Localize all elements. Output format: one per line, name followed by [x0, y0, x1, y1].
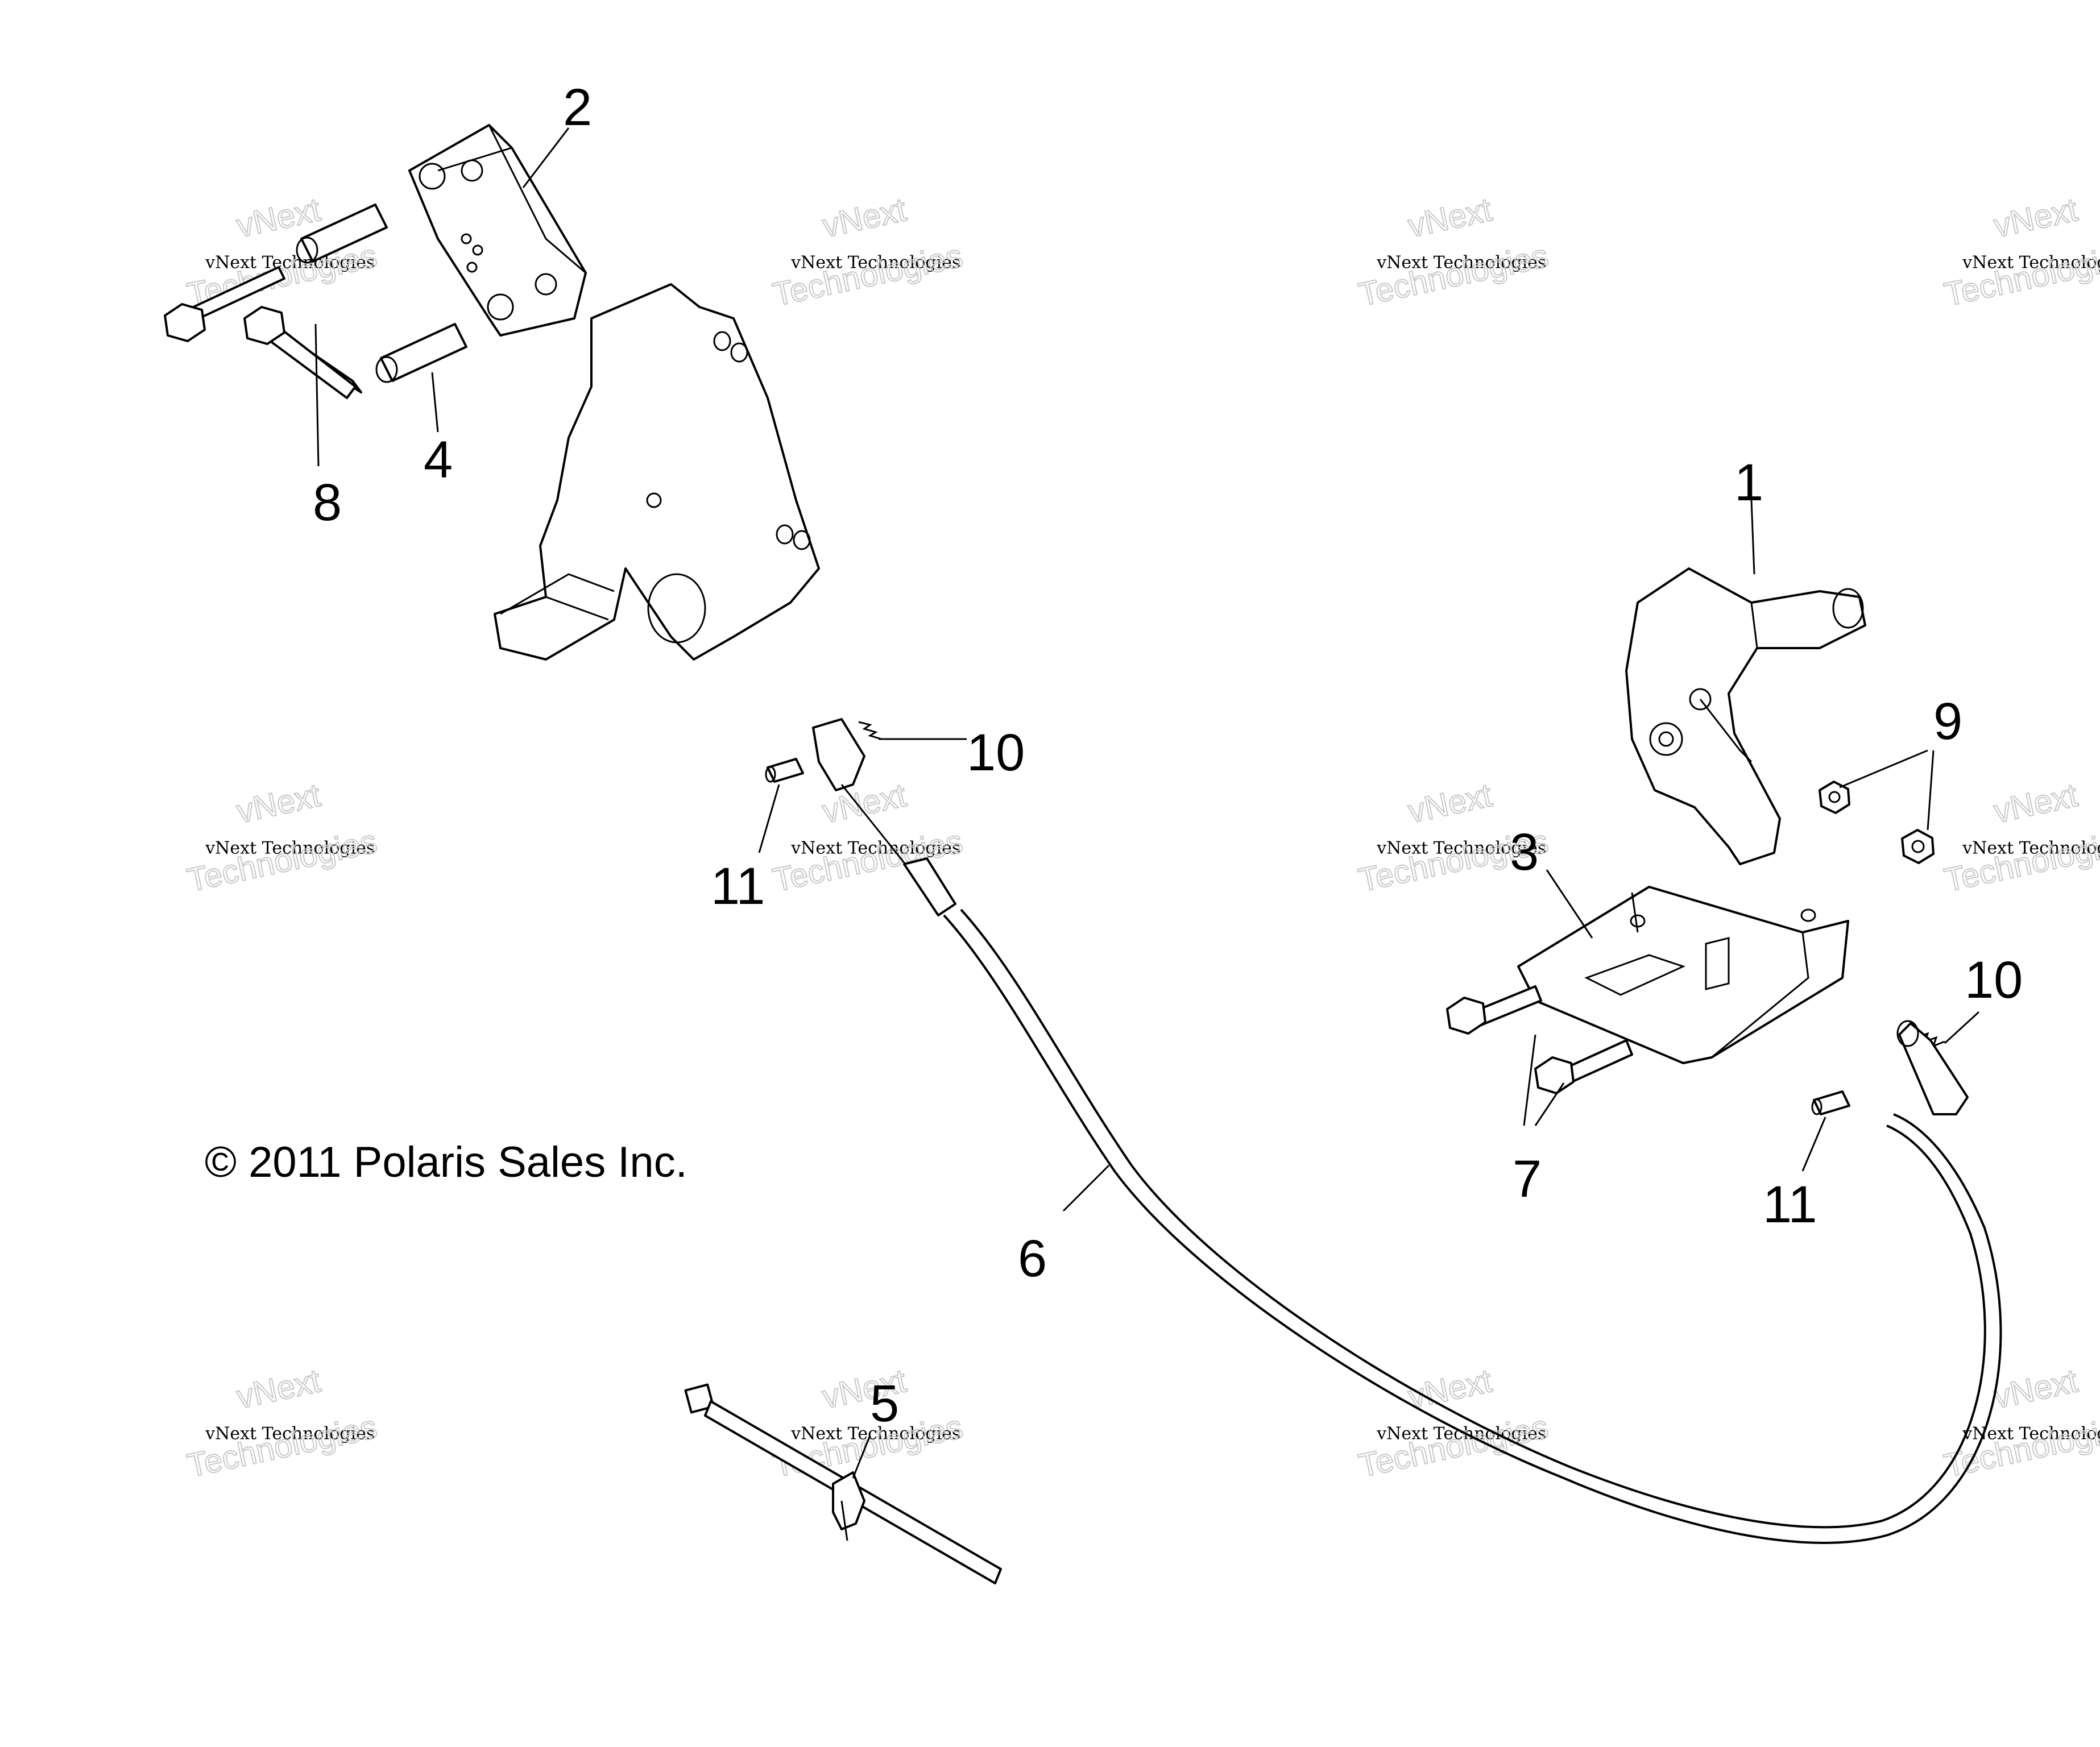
- bolt-upper-left[interactable]: [164, 266, 285, 342]
- watermark-line2: vNext Technologies: [790, 838, 960, 858]
- callout-10-upper: 10: [967, 724, 1025, 782]
- watermark-line2: vNext Technologies: [1962, 252, 2100, 272]
- part-11-pin-right[interactable]: [1811, 1090, 1850, 1115]
- watermark-line3: Technologies: [770, 1408, 966, 1484]
- watermark-line1: vNext: [819, 191, 910, 244]
- watermark-line2: vNext Technologies: [205, 252, 375, 272]
- watermark-line3: Technologies: [770, 237, 966, 313]
- watermark-line1: vNext: [1405, 191, 1496, 244]
- watermark-line1: vNext: [1991, 191, 2081, 244]
- watermark-line1: vNext: [234, 1362, 324, 1416]
- watermark-line1: vNext: [1405, 777, 1496, 830]
- copyright-notice: © 2011 Polaris Sales Inc.: [205, 1138, 687, 1186]
- watermark-line2: vNext Technologies: [790, 1424, 960, 1443]
- leader-lines-set: [314, 127, 1980, 1479]
- part-9-nut-lower[interactable]: [1901, 829, 1935, 864]
- watermark-line2: vNext Technologies: [790, 252, 960, 272]
- watermark-line2: vNext Technologies: [1962, 838, 2100, 858]
- watermark-line3: Technologies: [1941, 237, 2100, 313]
- watermark-line3: Technologies: [184, 823, 380, 899]
- watermark-line3: Technologies: [184, 1408, 380, 1484]
- part-6-brake-cable[interactable]: [812, 718, 2002, 1544]
- callout-labels: 1 2 3 4 5 6 7 8 9 10 10 11 11: [313, 78, 2023, 1433]
- watermark-line3: Technologies: [1941, 823, 2100, 899]
- watermark-line1: vNext: [234, 777, 324, 830]
- callout-4: 4: [424, 431, 453, 489]
- part-11-pin-left[interactable]: [765, 758, 804, 783]
- callout-10-lower: 10: [1965, 951, 2023, 1009]
- callout-11-lower: 11: [1763, 1176, 1817, 1234]
- part-1-brake-lever[interactable]: [1625, 567, 1866, 865]
- callout-11-upper: 11: [711, 857, 765, 915]
- frame-bracket[interactable]: [494, 283, 820, 661]
- part-7-bolt-lower[interactable]: [1534, 1039, 1633, 1094]
- watermark-line2: vNext Technologies: [1376, 252, 1546, 272]
- watermark-line1: vNext: [1991, 1362, 2081, 1416]
- part-9-nut-upper[interactable]: [1819, 781, 1850, 814]
- part-4-spacer-upper[interactable]: [296, 204, 388, 264]
- part-5-cable-tie[interactable]: [684, 1383, 1002, 1584]
- callout-1: 1: [1734, 454, 1763, 512]
- callout-9: 9: [1933, 692, 1962, 750]
- callout-3: 3: [1510, 823, 1539, 881]
- watermark-line2: vNext Technologies: [1376, 838, 1546, 858]
- part-10-clip-left[interactable]: [858, 721, 882, 740]
- part-4-spacer-lower[interactable]: [375, 323, 467, 383]
- callout-8: 8: [313, 474, 342, 532]
- callout-6: 6: [1018, 1230, 1047, 1288]
- part-2-bracket-plate[interactable]: [408, 124, 587, 337]
- watermark-line2: vNext Technologies: [1376, 1424, 1546, 1443]
- callout-7: 7: [1513, 1150, 1542, 1208]
- watermark-line2: vNext Technologies: [205, 838, 375, 858]
- part-7-bolt-upper[interactable]: [1446, 985, 1542, 1035]
- watermark-line3: Technologies: [1356, 237, 1552, 313]
- watermark-line2: vNext Technologies: [205, 1424, 375, 1443]
- watermark-line1: vNext: [1991, 777, 2081, 830]
- callout-2: 2: [563, 78, 592, 136]
- part-8-bolt[interactable]: [243, 306, 362, 399]
- part-3-mount-plate[interactable]: [1517, 886, 1849, 1064]
- callout-5: 5: [870, 1375, 899, 1433]
